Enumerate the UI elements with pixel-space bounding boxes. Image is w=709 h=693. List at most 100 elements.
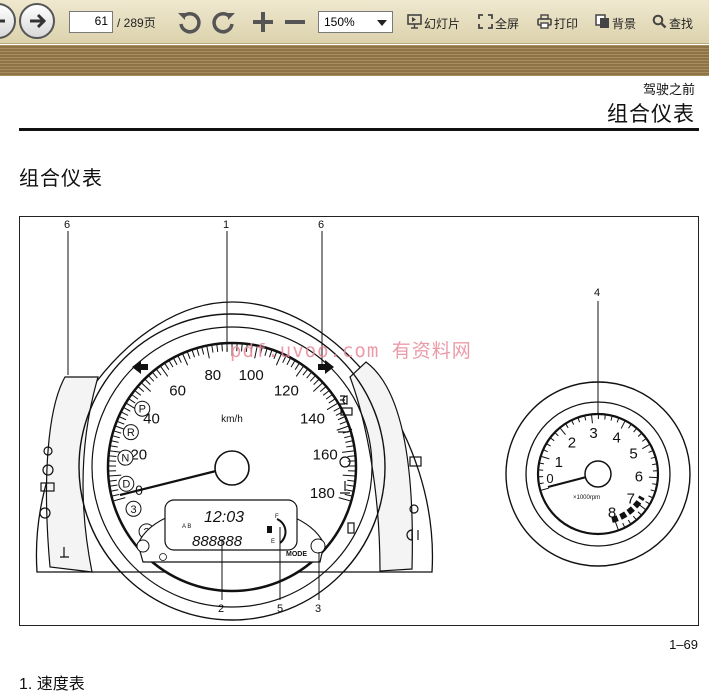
tach-tick bbox=[650, 456, 655, 459]
fullscreen-icon bbox=[478, 14, 493, 29]
speed-label: 160 bbox=[313, 447, 338, 464]
speed-tick bbox=[135, 390, 142, 396]
speed-label: 120 bbox=[274, 382, 299, 399]
battery-warning-icon bbox=[340, 407, 353, 416]
tach-tick bbox=[560, 428, 566, 435]
speed-tick bbox=[254, 346, 258, 359]
background-icon bbox=[595, 14, 609, 28]
rotate-right-icon[interactable] bbox=[211, 9, 237, 35]
right-warning-lamps bbox=[338, 395, 422, 541]
fuel-full-label: F bbox=[275, 514, 279, 520]
tach-tick bbox=[591, 415, 593, 424]
tachometer-redzone bbox=[611, 495, 645, 523]
list-item-speedometer: 1. 速度表 bbox=[19, 676, 85, 693]
section-subtitle: 驾驶之前 bbox=[642, 82, 695, 97]
tach-tick bbox=[628, 424, 632, 429]
speed-tick bbox=[201, 347, 205, 355]
fullscreen-label: 全屏 bbox=[495, 17, 520, 31]
speedometer-hub bbox=[214, 450, 250, 486]
zoom-out-icon[interactable] bbox=[283, 9, 307, 35]
coolant-temp-icon bbox=[340, 481, 350, 494]
speed-tick bbox=[268, 350, 273, 358]
page-number: 1–69 bbox=[669, 637, 698, 652]
zoom-value: 150% bbox=[324, 15, 355, 29]
callout-2: 2 bbox=[218, 603, 225, 615]
speed-label: 80 bbox=[204, 367, 221, 384]
speed-tick bbox=[168, 360, 174, 368]
tach-tick bbox=[650, 489, 655, 492]
speed-tick bbox=[141, 382, 152, 392]
zoom-select[interactable]: 150% bbox=[318, 11, 393, 33]
tach-tick bbox=[610, 416, 613, 421]
tach-tick bbox=[539, 482, 544, 485]
speed-tick bbox=[112, 435, 120, 439]
speed-tick bbox=[182, 354, 189, 366]
tach-tick bbox=[648, 450, 653, 453]
speed-tick bbox=[319, 386, 326, 392]
fuel-pump-icon bbox=[267, 526, 272, 533]
rotate-left-icon[interactable] bbox=[176, 9, 202, 35]
speed-tick bbox=[216, 344, 219, 352]
speed-tick bbox=[282, 356, 287, 363]
speed-tick bbox=[259, 347, 263, 355]
speed-tick bbox=[309, 375, 316, 382]
gear-letter: P bbox=[139, 404, 146, 416]
speed-tick bbox=[123, 407, 131, 412]
page-number-input[interactable]: 61 bbox=[69, 11, 113, 33]
speed-tick bbox=[341, 450, 354, 453]
tach-tick bbox=[652, 463, 657, 466]
speed-tick bbox=[344, 493, 352, 497]
forward-button[interactable] bbox=[19, 3, 55, 39]
speed-tick bbox=[113, 497, 126, 502]
tach-zero-label: 0 bbox=[546, 471, 553, 486]
speed-tick bbox=[112, 493, 120, 497]
gear-letter: 3 bbox=[130, 504, 136, 516]
print-label: 打印 bbox=[554, 17, 579, 31]
page-heading: 组合仪表 bbox=[19, 168, 103, 190]
callout-1: 1 bbox=[223, 219, 230, 231]
tach-tick bbox=[637, 511, 642, 515]
speed-tick bbox=[164, 363, 170, 370]
speed-label: 20 bbox=[130, 447, 147, 464]
speed-tick bbox=[152, 372, 158, 379]
callout-3: 3 bbox=[315, 603, 322, 615]
oil-pressure-icon bbox=[338, 428, 353, 433]
speed-tick bbox=[312, 382, 323, 392]
tach-tick bbox=[614, 521, 619, 530]
headlight-icon bbox=[340, 395, 348, 405]
speed-tick bbox=[306, 372, 312, 379]
airbag-warning-icon bbox=[60, 547, 69, 558]
brake-warning-icon bbox=[39, 507, 51, 519]
speed-tick bbox=[187, 352, 191, 360]
speed-tick bbox=[206, 346, 210, 359]
speed-tick bbox=[148, 375, 155, 382]
speed-tick bbox=[211, 345, 214, 353]
tach-tick bbox=[627, 519, 631, 524]
fuel-low-icon bbox=[347, 522, 355, 534]
speed-tick bbox=[109, 474, 122, 477]
tach-label: 5 bbox=[629, 446, 637, 463]
speed-label: 60 bbox=[169, 382, 186, 399]
speed-tick bbox=[117, 421, 125, 425]
lcd-trip-indicator: A B bbox=[182, 524, 191, 530]
tach-tick bbox=[633, 428, 637, 433]
tach-label: 2 bbox=[568, 434, 576, 451]
speed-tick bbox=[325, 394, 333, 400]
tach-tick bbox=[550, 437, 555, 442]
speed-tick bbox=[191, 350, 196, 358]
back-button[interactable] bbox=[0, 3, 16, 39]
tach-label: 7 bbox=[627, 491, 635, 508]
mode-knob-button bbox=[310, 538, 326, 554]
speed-tick bbox=[241, 344, 243, 352]
gear-circle bbox=[134, 400, 151, 417]
zoom-in-icon[interactable] bbox=[251, 9, 275, 35]
toolbar-separator-band bbox=[0, 45, 709, 76]
engine-check-icon bbox=[40, 482, 55, 492]
tach-tick bbox=[642, 444, 650, 450]
speed-tick bbox=[347, 455, 355, 457]
speed-label: 180 bbox=[310, 485, 335, 502]
speed-tick bbox=[286, 358, 291, 366]
speed-tick bbox=[156, 369, 162, 376]
speed-tick bbox=[322, 390, 329, 396]
